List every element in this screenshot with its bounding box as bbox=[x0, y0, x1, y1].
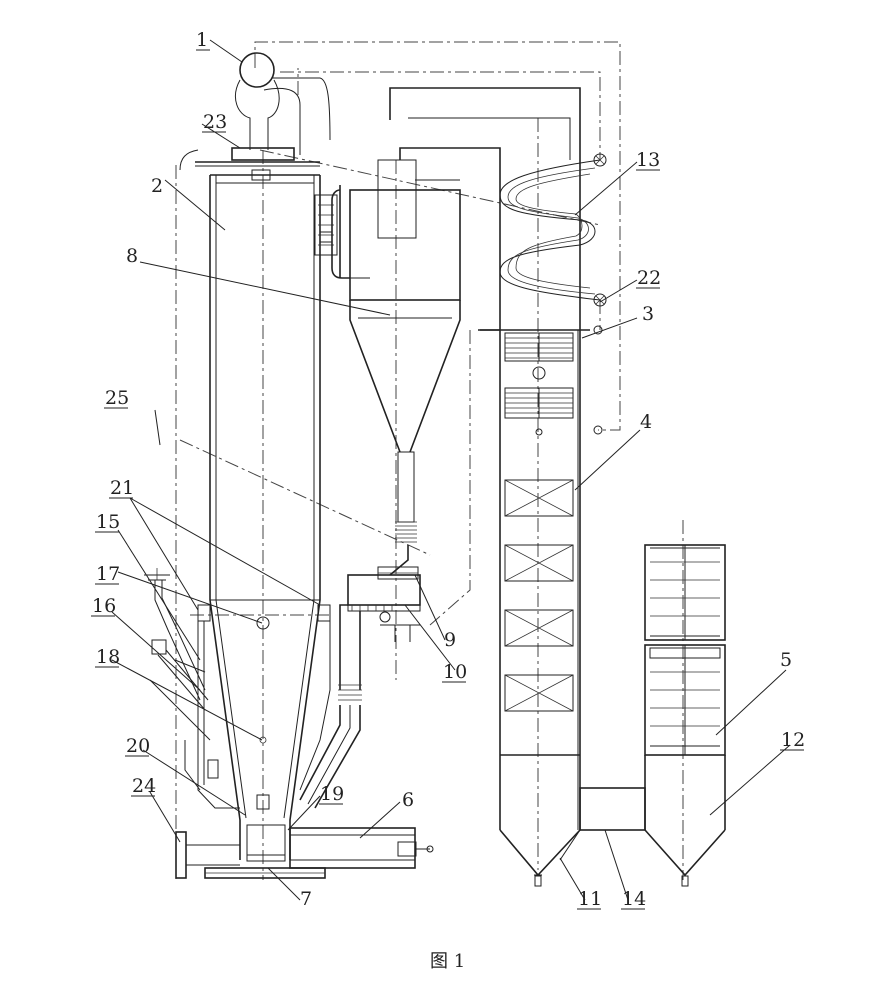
steam-drum bbox=[235, 52, 331, 155]
label-16: 16 bbox=[92, 595, 116, 617]
label-22: 22 bbox=[637, 267, 661, 289]
economizer bbox=[478, 325, 603, 436]
label-18: 18 bbox=[96, 646, 120, 668]
cyclone-separator bbox=[331, 159, 461, 543]
start-up-burner bbox=[175, 831, 240, 879]
flue-duct bbox=[389, 87, 581, 330]
label-2: 2 bbox=[151, 175, 163, 197]
leader-lines bbox=[111, 39, 791, 901]
label-19: 19 bbox=[320, 783, 344, 805]
label-13: 13 bbox=[636, 149, 660, 171]
label-6: 6 bbox=[402, 789, 414, 811]
label-10: 10 bbox=[443, 661, 467, 683]
air-preheater bbox=[504, 479, 574, 712]
label-17: 17 bbox=[96, 563, 120, 585]
back-pass bbox=[499, 330, 581, 830]
left-feed-system bbox=[144, 568, 331, 809]
label-20: 20 bbox=[126, 735, 150, 757]
label-5: 5 bbox=[780, 649, 792, 671]
label-8: 8 bbox=[126, 245, 138, 267]
label-14: 14 bbox=[622, 888, 646, 910]
air-distributor bbox=[204, 867, 326, 879]
label-25: 25 bbox=[105, 387, 129, 409]
furnace bbox=[209, 174, 321, 862]
ash-hopper-left bbox=[499, 754, 581, 887]
dust-collector bbox=[644, 544, 726, 887]
label-7: 7 bbox=[300, 888, 312, 910]
label-4: 4 bbox=[640, 411, 652, 433]
connecting-duct bbox=[559, 787, 646, 861]
label-24: 24 bbox=[132, 775, 156, 797]
superheater-coils bbox=[499, 153, 607, 307]
label-11: 11 bbox=[578, 888, 602, 910]
furnace-exit-tubes bbox=[314, 194, 338, 256]
label-21: 21 bbox=[110, 477, 134, 499]
loop-seal bbox=[299, 545, 421, 809]
label-3: 3 bbox=[642, 303, 654, 325]
figure-caption: 图 1 bbox=[430, 951, 465, 972]
label-1: 1 bbox=[196, 29, 208, 51]
label-23: 23 bbox=[203, 111, 227, 133]
label-12: 12 bbox=[781, 729, 805, 751]
label-15: 15 bbox=[96, 511, 120, 533]
furnace-roof bbox=[179, 147, 320, 181]
label-9: 9 bbox=[444, 629, 456, 651]
slag-cooler bbox=[289, 827, 434, 869]
part-labels: 1 23 2 8 13 22 3 4 25 21 15 17 16 18 9 1… bbox=[91, 29, 805, 910]
